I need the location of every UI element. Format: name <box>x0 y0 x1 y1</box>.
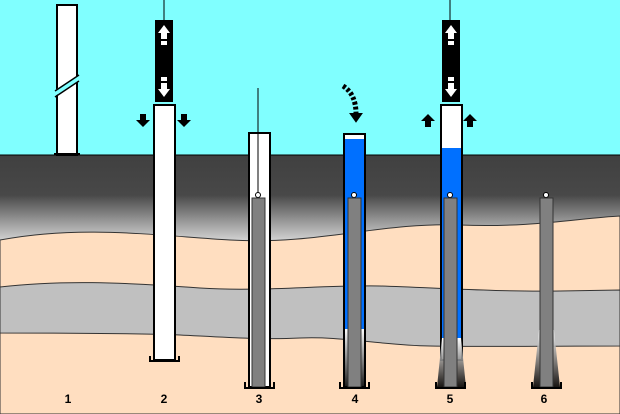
well-screen <box>539 197 554 388</box>
up-arrow-icon <box>463 114 477 127</box>
down-arrow-icon <box>136 114 150 127</box>
well-screen <box>443 197 458 388</box>
step-label-2: 2 <box>161 392 168 406</box>
step-3-screen-lowered <box>244 88 275 389</box>
step-4-water-added <box>339 83 370 389</box>
curved-dashed-arrow-icon <box>341 83 359 115</box>
step-1-casing <box>52 4 80 156</box>
puller-icon <box>442 20 460 102</box>
up-arrow-icon <box>421 114 435 127</box>
well-screen <box>347 197 362 388</box>
step-label-1: 1 <box>65 392 72 406</box>
step-label-3: 3 <box>256 392 263 406</box>
driver-hammer-icon <box>155 20 173 102</box>
step-5-casing-withdrawn <box>421 0 477 389</box>
down-arrow-icon <box>177 114 191 127</box>
sky <box>0 0 620 155</box>
step-label-4: 4 <box>352 392 359 406</box>
well-screen <box>251 197 266 388</box>
step-label-6: 6 <box>541 392 548 406</box>
step-2-driven-casing <box>136 0 191 362</box>
step-label-5: 5 <box>447 392 454 406</box>
step-6-completed-screen <box>531 192 562 389</box>
